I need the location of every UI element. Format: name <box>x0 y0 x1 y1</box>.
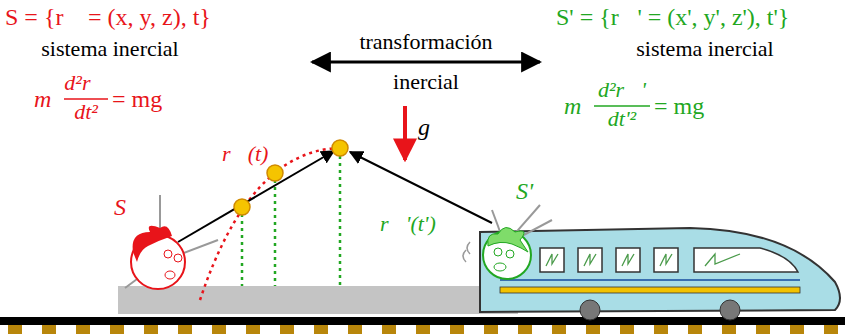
gravity-arrow <box>403 106 407 160</box>
observer-head <box>463 227 531 279</box>
frame-definition: S' = {r⃗' = (x', y', z'), t'} <box>556 4 789 30</box>
vector-label: g⃗ <box>418 114 449 140</box>
vector-label: r⃗(t) <box>222 142 268 166</box>
platform <box>118 286 518 314</box>
frame-axes <box>125 195 218 288</box>
math-term: = mg⃗ <box>112 86 181 112</box>
fraction-numerator: d²r⃗ <box>64 71 107 95</box>
math-term: m <box>34 86 51 112</box>
rail-track <box>0 317 845 334</box>
frame-definition: S = {r⃗ = (x, y, z), t} <box>5 4 211 30</box>
frame-name: S' <box>516 178 533 204</box>
frame-name: S <box>114 194 126 220</box>
train <box>480 228 840 320</box>
fraction-denominator: dt'² <box>608 107 636 131</box>
arrow-label: transformación <box>359 30 492 54</box>
frame-caption: sistema inercial <box>41 37 178 61</box>
arrow-label: inercial <box>393 70 459 94</box>
transformation-arrow <box>312 61 540 64</box>
frame-caption: sistema inercial <box>636 37 773 61</box>
math-term: = mg⃗ <box>654 93 723 119</box>
trajectory <box>200 148 340 300</box>
fraction-numerator: d²r⃗' <box>598 78 646 102</box>
observer-head <box>131 226 185 289</box>
math-term: m <box>564 93 581 119</box>
vector-label: r⃗'(t') <box>380 212 436 236</box>
fraction-denominator: dt² <box>74 100 98 124</box>
